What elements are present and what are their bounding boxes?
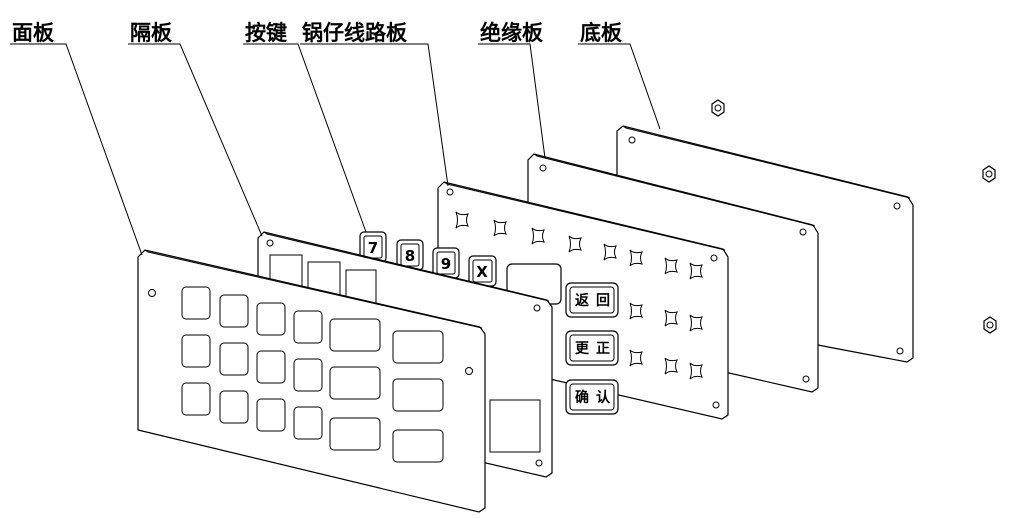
label-dome-circuit-board: 锅仔线路板 <box>302 21 408 45</box>
keycap-correct-char2: 正 <box>596 341 610 357</box>
face-panel <box>137 249 486 513</box>
label-base-plate: 底板 <box>580 21 623 45</box>
nut-icon <box>711 99 725 117</box>
nuts <box>711 99 997 334</box>
dome-contacts <box>455 211 703 380</box>
nut-icon <box>983 316 997 334</box>
keycap-8: 8 <box>405 247 415 265</box>
keycap-x: X <box>476 263 488 281</box>
panel-windows <box>181 286 444 463</box>
keycap-confirm-char2: 认 <box>596 389 611 406</box>
label-insulation-board: 绝缘板 <box>480 21 544 45</box>
nut-icon <box>982 165 996 183</box>
label-face-panel: 面板 <box>12 21 55 45</box>
keycap-9: 9 <box>441 255 451 273</box>
keycap-return-char2: 回 <box>596 293 610 309</box>
keycap-correct-char1: 更 <box>575 341 590 357</box>
keycap-return-char1: 返 <box>575 292 589 309</box>
leader-lines <box>10 43 661 256</box>
label-keys: 按键 <box>245 21 287 45</box>
keycap-7: 7 <box>368 239 378 257</box>
label-spacer-plate: 隔板 <box>130 21 173 45</box>
keycap-confirm-char1: 确 <box>575 389 589 406</box>
